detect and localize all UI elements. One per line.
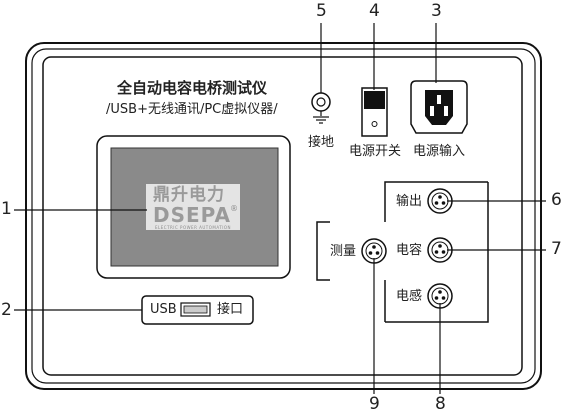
output-connector [427, 188, 453, 214]
power-switch-off-mark [371, 121, 378, 127]
output-label: 输出 [396, 194, 423, 209]
brand-tagline: ELECTRIC POWER AUTOMATION [155, 225, 232, 230]
power-input-label: 电源输入 [413, 144, 466, 159]
panel-outer-frame [25, 42, 542, 390]
ground-label: 接地 [308, 135, 335, 150]
usb-label: USB [150, 302, 177, 317]
usb-interface-label: 接口 [217, 302, 244, 317]
inductance-label: 电感 [396, 289, 423, 304]
power-switch-label: 电源开关 [349, 144, 402, 159]
panel-subtitle: /USB+无线通讯/PC虚拟仪器/ [106, 102, 278, 117]
power-input-recess [425, 90, 453, 125]
measure-label: 测量 [330, 244, 357, 259]
panel-middle-frame [31, 48, 536, 384]
brand-name-cn: 鼎升电力 [153, 185, 225, 205]
connector-group-bracket [384, 181, 488, 222]
brand-registered-mark: ® [230, 204, 238, 213]
brand-logo-plate [146, 184, 240, 230]
callout-9: 9 [369, 394, 380, 414]
callout-4: 4 [369, 1, 380, 21]
connector-group-bracket-right [385, 182, 489, 323]
panel-inner-frame [42, 56, 523, 376]
usb-port-tongue [183, 305, 208, 314]
panel-title: 全自动电容电桥测试仪 [117, 79, 268, 97]
callout-3: 3 [431, 1, 442, 21]
callout-1: 1 [1, 199, 12, 219]
measure-group-bracket-left [316, 221, 330, 281]
callout-6: 6 [551, 190, 562, 210]
capacitance-label: 电容 [396, 243, 423, 258]
power-switch-rocker [364, 91, 385, 109]
callout-7: 7 [551, 239, 562, 259]
power-pin-live [430, 106, 434, 116]
power-pin-earth [437, 95, 441, 104]
callout-8: 8 [435, 394, 446, 414]
power-pin-neutral [444, 106, 448, 116]
callout-2: 2 [1, 300, 12, 320]
ground-terminal-core [316, 97, 326, 107]
callout-5: 5 [316, 1, 327, 21]
brand-name-en: DSEPA [153, 203, 231, 227]
